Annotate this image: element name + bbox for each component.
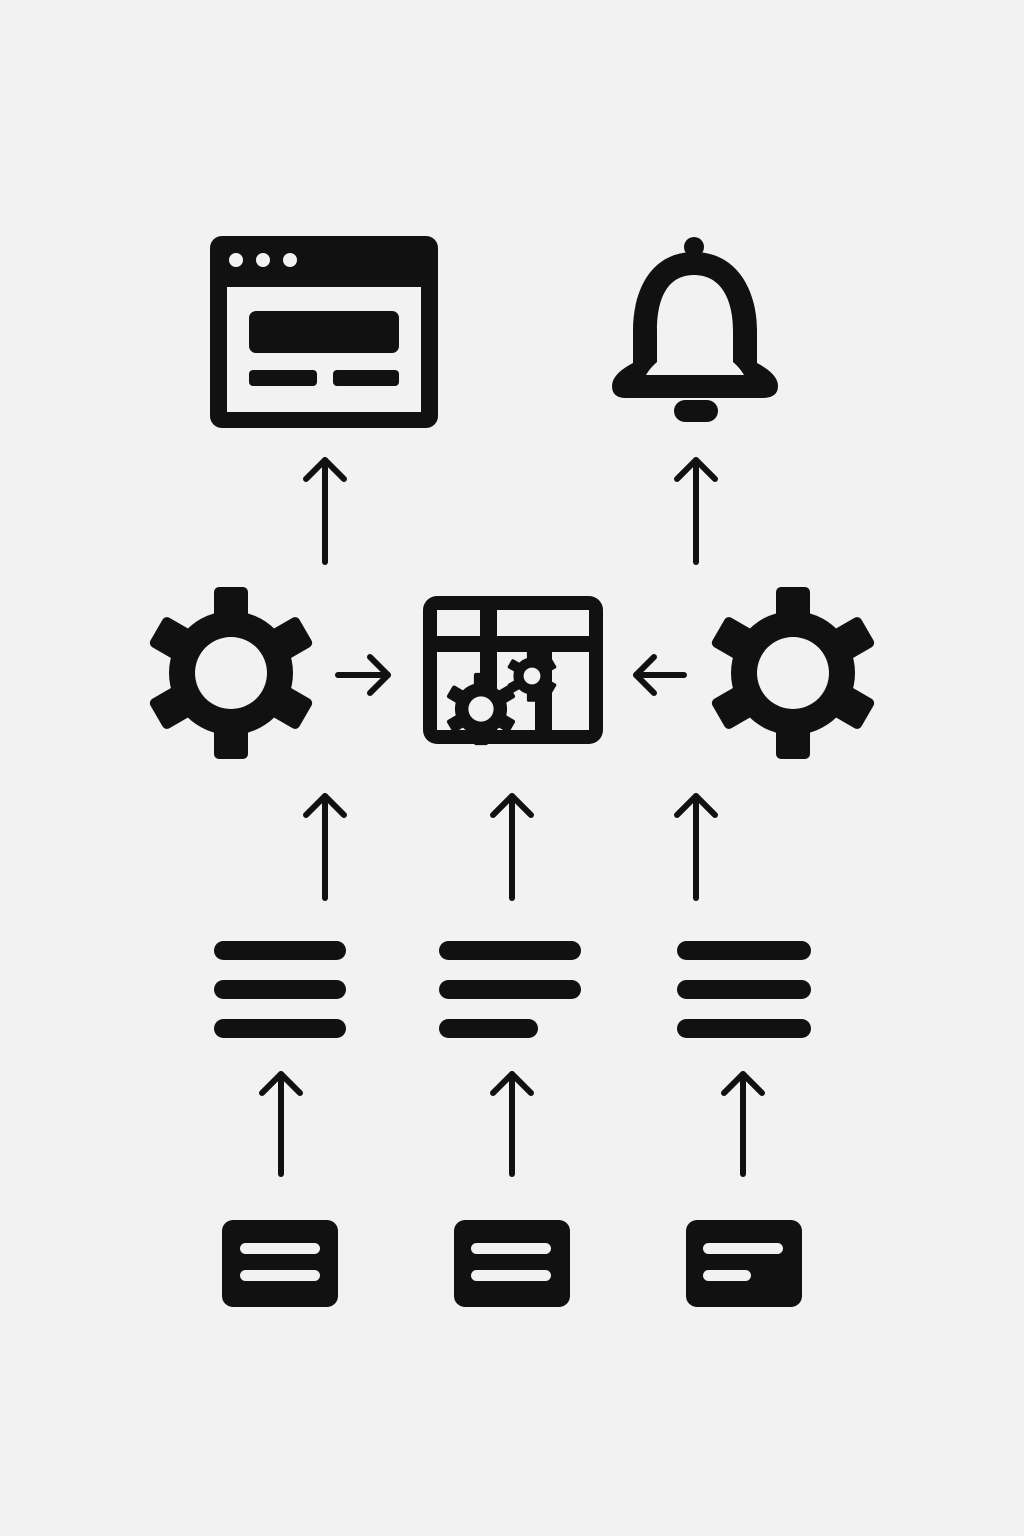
arrow-left-card-to-text xyxy=(259,1071,303,1177)
center-text-align-left-icon xyxy=(439,941,581,1038)
arrow-right-gear-to-bell xyxy=(674,457,718,565)
right-text-lines-icon xyxy=(677,941,811,1038)
right-card-short-line-icon xyxy=(686,1220,802,1307)
left-card-icon xyxy=(222,1220,338,1307)
left-gear-icon xyxy=(148,587,314,759)
arrow-left-gear-to-browser xyxy=(303,457,347,565)
arrow-left-gear-to-processor xyxy=(335,654,391,696)
grid-with-gears-icon xyxy=(423,596,603,746)
left-text-lines-icon xyxy=(214,941,346,1038)
right-gear-icon xyxy=(710,587,876,759)
center-card-icon xyxy=(454,1220,570,1307)
arrow-right-card-to-text xyxy=(721,1071,765,1177)
arrow-right-gear-to-processor xyxy=(633,654,687,696)
bell-icon xyxy=(612,237,778,422)
arrow-left-text-to-gear xyxy=(303,793,347,901)
arrow-center-card-to-text xyxy=(490,1071,534,1177)
small-gear-icon xyxy=(446,672,516,746)
arrow-right-text-to-gear xyxy=(674,793,718,901)
browser-window-icon xyxy=(210,236,438,428)
arrow-center-text-to-processor xyxy=(490,793,534,901)
tiny-gear-icon xyxy=(507,650,557,702)
